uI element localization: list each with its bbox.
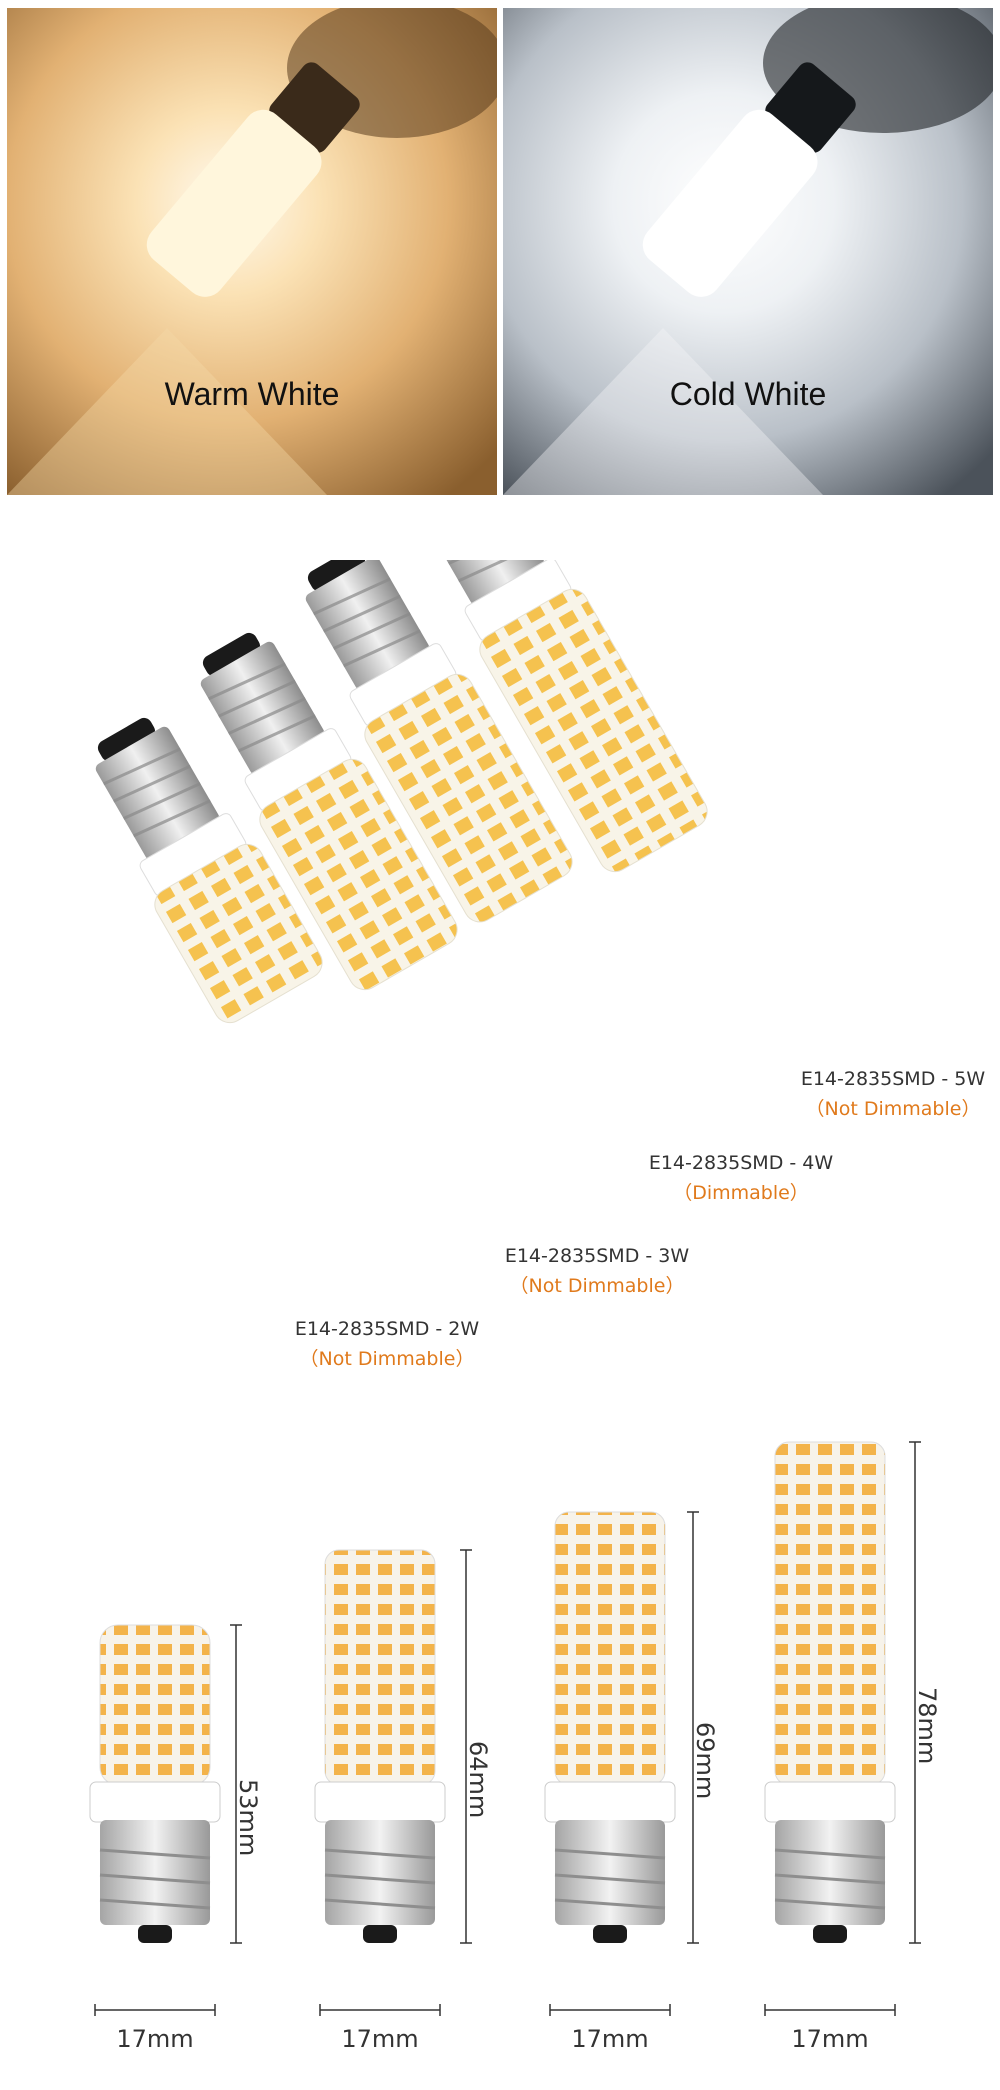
- product-label-5w: E14-2835SMD - 5W （Not Dimmable）: [768, 1068, 1000, 1121]
- dimension-drawings: [89, 1441, 921, 2016]
- dimmable-4w: （Dimmable）: [673, 1182, 809, 1204]
- model-4w: E14-2835SMD - 4W: [648, 1152, 834, 1174]
- product-label-4w: E14-2835SMD - 4W （Dimmable）: [616, 1152, 866, 1205]
- dimension-bulb-53mm: [89, 1624, 221, 1943]
- height-lines: [230, 1441, 921, 1944]
- bulb-4w: [284, 560, 573, 923]
- width-label-4: 17mm: [791, 2025, 869, 2053]
- cold-white-lamp-image: [503, 8, 993, 495]
- height-label-3: 69mm: [691, 1722, 719, 1800]
- height-label-2: 64mm: [464, 1741, 492, 1819]
- width-label-1: 17mm: [116, 2025, 194, 2053]
- product-label-3w: E14-2835SMD - 3W （Not Dimmable）: [472, 1245, 722, 1298]
- width-label-3: 17mm: [571, 2025, 649, 2053]
- width-lines: [94, 2004, 896, 2016]
- model-5w: E14-2835SMD - 5W: [800, 1068, 986, 1090]
- warm-white-lamp-image: [7, 8, 497, 495]
- model-3w: E14-2835SMD - 3W: [504, 1245, 690, 1267]
- dimmable-3w: （Not Dimmable）: [509, 1275, 685, 1297]
- bulb-5w: [399, 560, 708, 873]
- height-label-4: 78mm: [913, 1687, 941, 1765]
- dimmable-5w: （Not Dimmable）: [805, 1098, 981, 1120]
- angled-bulbs-illustration: [74, 560, 708, 1024]
- warm-white-photo: Warm White: [7, 8, 497, 495]
- cold-white-photo: Cold White: [503, 8, 993, 495]
- bulb-3w: [179, 617, 458, 991]
- height-label-1: 53mm: [234, 1779, 262, 1857]
- product-label-2w: E14-2835SMD - 2W （Not Dimmable）: [262, 1318, 512, 1371]
- model-2w: E14-2835SMD - 2W: [294, 1318, 480, 1340]
- dimension-bulb-64mm: [314, 1549, 446, 1943]
- dimmable-2w: （Not Dimmable）: [299, 1348, 475, 1370]
- warm-white-caption: Warm White: [164, 376, 340, 412]
- dimension-bulb-78mm: [764, 1441, 896, 1943]
- bulb-2w: [74, 702, 323, 1024]
- width-label-2: 17mm: [341, 2025, 419, 2053]
- cold-white-caption: Cold White: [669, 376, 827, 412]
- dimension-bulb-69mm: [544, 1511, 676, 1943]
